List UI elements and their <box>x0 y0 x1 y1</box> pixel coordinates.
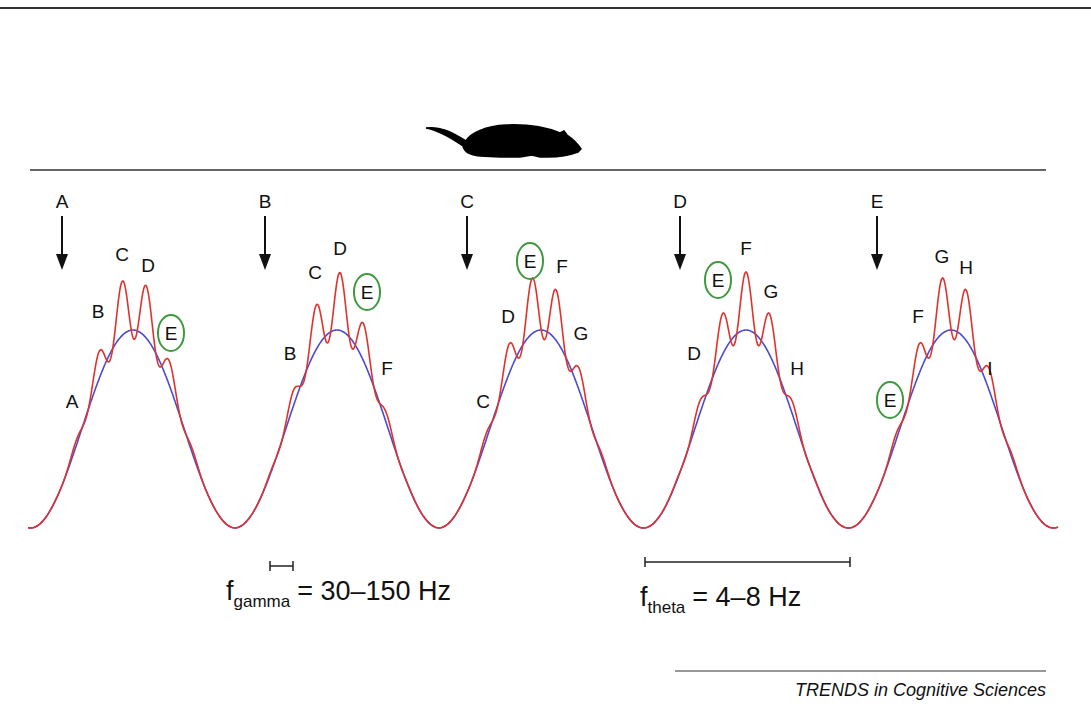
item-letter: G <box>935 247 950 266</box>
item-letter: G <box>764 282 779 301</box>
item-letter: A <box>66 392 79 411</box>
item-letter: H <box>959 258 973 277</box>
item-letter: C <box>308 263 322 282</box>
item-letter: E <box>884 391 897 410</box>
highlight-ellipse: E <box>353 273 382 311</box>
gamma-scale-bar <box>270 561 293 571</box>
item-letter: I <box>987 359 992 378</box>
item-letter: D <box>501 307 515 326</box>
rat-silhouette <box>426 125 581 157</box>
item-letter: D <box>141 256 155 275</box>
position-label: B <box>259 192 272 211</box>
item-letter: B <box>92 302 105 321</box>
arrow-head <box>259 254 271 270</box>
formula-text: = 4–8 Hz <box>692 582 801 612</box>
item-letter: E <box>165 324 178 343</box>
arrow-shaft <box>876 216 878 258</box>
highlight-ellipse: E <box>704 261 733 299</box>
item-letter: E <box>524 252 537 271</box>
position-arrows <box>56 216 883 270</box>
arrow-head <box>461 254 473 270</box>
position-label: E <box>871 192 884 211</box>
item-letter: C <box>476 392 490 411</box>
item-letter: F <box>740 239 752 258</box>
item-letter: D <box>687 344 701 363</box>
track-line <box>30 169 1046 171</box>
arrow-shaft <box>466 216 468 258</box>
top-rule <box>0 7 1091 9</box>
arrow-shaft <box>679 216 681 258</box>
item-letter: H <box>790 359 804 378</box>
arrow-shaft <box>61 216 63 258</box>
position-label: C <box>460 192 474 211</box>
item-letter: F <box>912 307 924 326</box>
journal-credit: TRENDS in Cognitive Sciences <box>795 680 1046 701</box>
item-letter: G <box>574 324 589 343</box>
arrow-head <box>674 254 686 270</box>
item-letter: D <box>333 239 347 258</box>
formula-text: f <box>226 576 234 606</box>
arrow-shaft <box>264 216 266 258</box>
theta-scale-bar <box>645 557 850 567</box>
position-label: A <box>56 192 69 211</box>
arrow-head <box>871 254 883 270</box>
theta-wave <box>28 330 1058 528</box>
highlight-ellipse: E <box>157 314 186 352</box>
item-letter: F <box>556 257 568 276</box>
item-letter: E <box>361 283 374 302</box>
position-label: D <box>673 192 687 211</box>
frequency-formula: ftheta = 4–8 Hz <box>640 584 801 616</box>
frequency-subscript: theta <box>648 598 686 617</box>
item-letter: E <box>712 271 725 290</box>
frequency-subscript: gamma <box>234 592 291 611</box>
credit-rule <box>675 670 1046 671</box>
frequency-formula: fgamma = 30–150 Hz <box>226 578 451 610</box>
item-letter: F <box>381 359 393 378</box>
arrow-head <box>56 254 68 270</box>
highlight-ellipse: E <box>516 242 545 280</box>
item-letter: C <box>115 245 129 264</box>
gamma-wave <box>28 272 1058 528</box>
formula-text: f <box>640 582 648 612</box>
highlight-ellipse: E <box>876 381 905 419</box>
formula-text: = 30–150 Hz <box>297 576 451 606</box>
item-letter: B <box>284 344 297 363</box>
